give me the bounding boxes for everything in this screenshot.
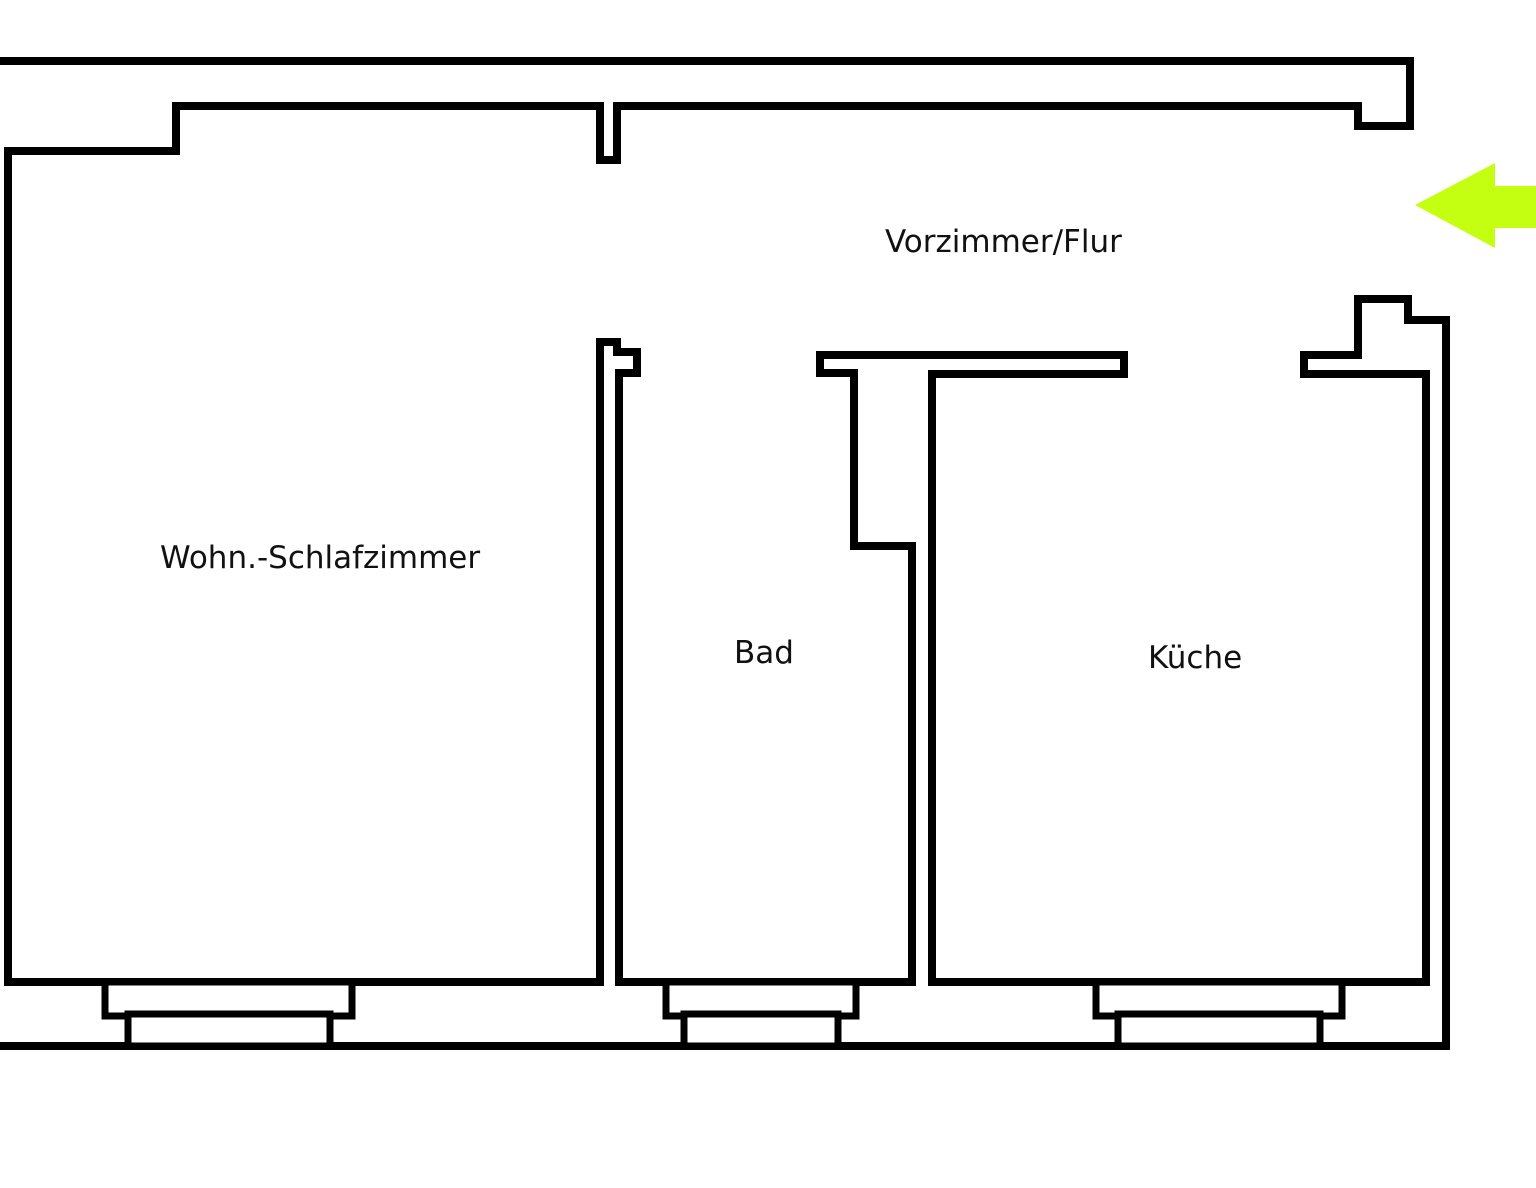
window-kitchen [1092,978,1346,1050]
window-living [101,978,356,1050]
window-bath [662,978,860,1050]
arrow-left-icon [1415,163,1536,248]
room-label-kitchen: Küche [1148,640,1243,676]
room-label-hall: Vorzimmer/Flur [885,224,1122,260]
room-label-bath: Bad [734,635,794,671]
room-label-living: Wohn.-Schlafzimmer [160,540,481,576]
